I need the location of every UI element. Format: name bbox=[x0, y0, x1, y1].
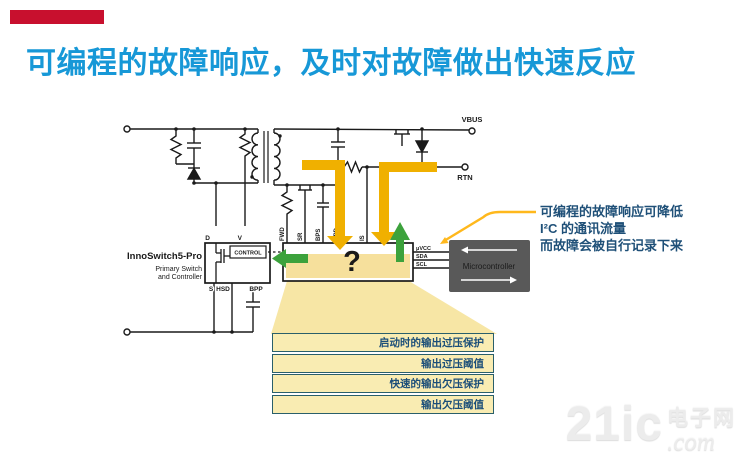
control-label: CONTROL bbox=[234, 251, 262, 257]
shunt-resistor bbox=[343, 160, 363, 174]
watermark: 21ic 电子网 .com bbox=[565, 398, 736, 457]
control-block bbox=[229, 245, 267, 259]
annotation-line-1: 可编程的故障响应可降低 bbox=[540, 204, 684, 219]
annotation-line-3: 而故障会被自行记录下来 bbox=[540, 238, 684, 253]
snubber-resistor bbox=[169, 129, 183, 164]
microcontroller-block: Microcontroller bbox=[449, 240, 530, 292]
pin-uvcc-label: μVCC bbox=[416, 246, 431, 252]
input-terminal-bottom bbox=[123, 328, 131, 336]
green-arrow-left bbox=[272, 249, 308, 268]
mcu-arrow-left-icon bbox=[461, 246, 468, 254]
pin-is-label: IS bbox=[360, 235, 366, 241]
rtn-label: RTN bbox=[457, 173, 472, 182]
table-row: 启动时的输出过压保护 bbox=[272, 333, 494, 352]
secondary-ic: FWD SR BPS GPD IS μVCC SDA SCL bbox=[280, 227, 431, 282]
primary-ic-subtitle1: Primary Switch bbox=[155, 266, 202, 273]
table-row: 输出欠压阈值 bbox=[272, 394, 494, 414]
pin-bpp-label: BPP bbox=[249, 286, 263, 293]
vbus-terminal bbox=[468, 127, 476, 135]
line-sense-resistor bbox=[238, 129, 252, 158]
fault-table: 启动时的输出过压保护 输出过压阈值 快速的输出欠压保护 输出欠压阈值 bbox=[272, 333, 494, 415]
watermark-tld: .com bbox=[667, 429, 715, 456]
watermark-brand: 21ic bbox=[565, 398, 663, 451]
pin-fwd-label: FWD bbox=[280, 227, 286, 241]
yellow-arrow-left bbox=[302, 160, 353, 250]
question-mark: ? bbox=[343, 246, 361, 278]
mcu-arrow-right-icon bbox=[510, 276, 517, 284]
page-title: 可编程的故障响应，及时对故障做出快速反应 bbox=[26, 47, 636, 80]
fault-arrows bbox=[302, 160, 437, 250]
response-arrows: ? bbox=[272, 222, 410, 278]
primary-ic-name: InnoSwitch5-Pro bbox=[127, 251, 202, 262]
green-arrow-up bbox=[390, 222, 410, 262]
sr-fet bbox=[298, 185, 312, 226]
table-row: 快速的输出欠压保护 bbox=[272, 374, 494, 393]
vbus-label: VBUS bbox=[462, 115, 483, 124]
watermark-site: 电子网 bbox=[667, 407, 736, 430]
pin-v-label: V bbox=[238, 235, 243, 242]
internal-mosfet bbox=[215, 243, 230, 283]
pin-sda-label: SDA bbox=[416, 254, 428, 260]
pin-d-label: D bbox=[205, 235, 210, 242]
annotation-line-2: I²C 的通讯流量 bbox=[540, 221, 626, 236]
transformer bbox=[250, 129, 282, 185]
pin-bps-label: BPS bbox=[316, 229, 322, 241]
spotlight-beam bbox=[271, 281, 497, 334]
zener-diode bbox=[414, 130, 430, 167]
table-row: 输出过压阈值 bbox=[272, 353, 494, 373]
pin-s-label: S bbox=[209, 286, 214, 293]
rtn-terminal bbox=[461, 163, 469, 171]
microcontroller-label: Microcontroller bbox=[463, 262, 516, 271]
load-switch-fet bbox=[394, 129, 410, 146]
yellow-arrow-right bbox=[371, 162, 437, 246]
input-terminal-top bbox=[123, 125, 131, 133]
pin-hsd-label: HSD bbox=[216, 286, 230, 293]
fwd-resistor bbox=[280, 185, 294, 226]
accent-bar bbox=[10, 10, 104, 24]
annotation-callout: 可编程的故障响应可降低 I²C 的通讯流量 而故障会被自行记录下来 bbox=[540, 203, 735, 254]
pin-sr-label: SR bbox=[298, 232, 304, 241]
callout-arrow bbox=[440, 210, 536, 244]
primary-ic-subtitle2: and Controller bbox=[158, 274, 203, 281]
pin-scl-label: SCL bbox=[416, 262, 428, 268]
primary-ic: CONTROL D V S HSD BPP InnoSwitch5-Pro Pr… bbox=[127, 235, 282, 294]
